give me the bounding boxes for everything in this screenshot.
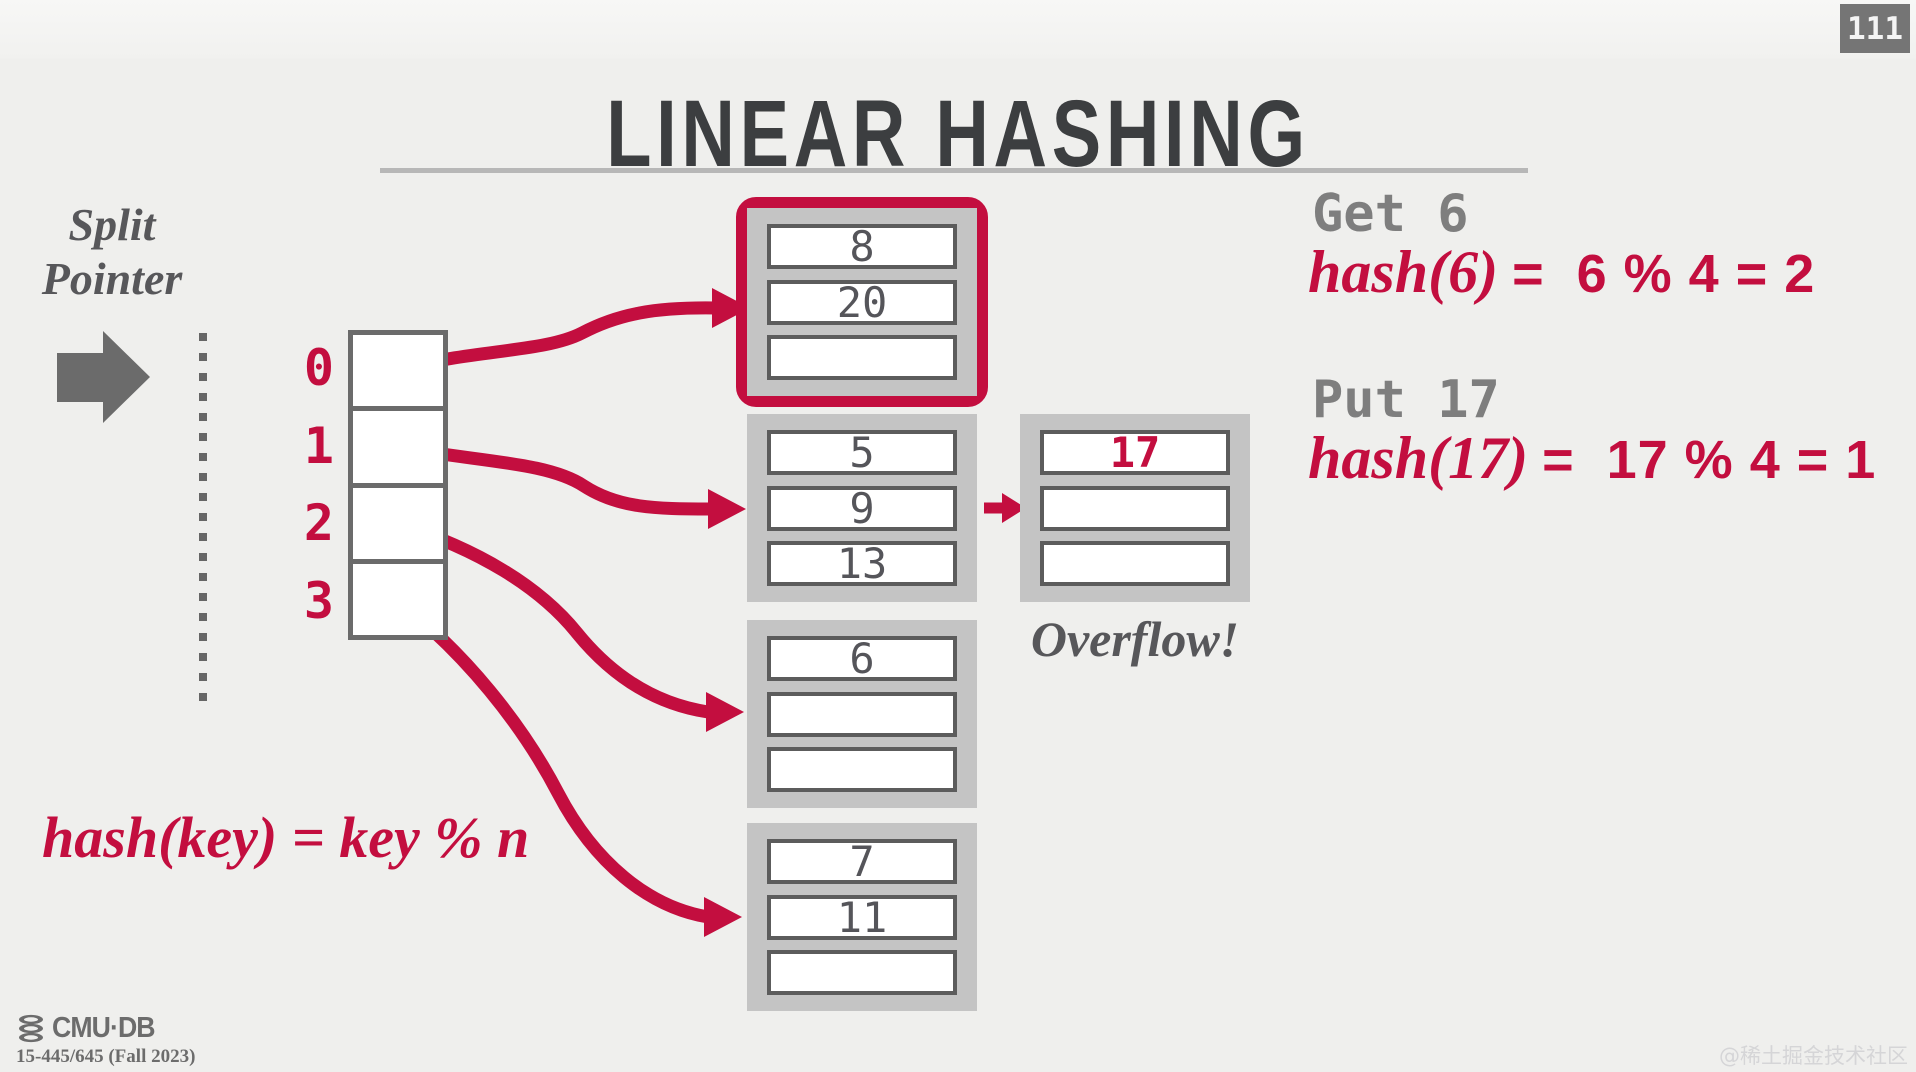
bucket2-slot-1 — [767, 691, 957, 737]
title-underline — [380, 168, 1528, 173]
slot-cell-1 — [353, 406, 443, 482]
watermark-text: @稀土掘金技术社区 — [1719, 1044, 1908, 1068]
hash-function-formula: hash(key) = key % n — [42, 805, 530, 870]
bucket-1: 5 9 13 — [747, 414, 977, 602]
split-pointer-line1: Split — [68, 199, 156, 250]
bucket1-slot-1: 9 — [767, 484, 957, 533]
slot-index-3: 3 — [303, 572, 334, 630]
put-hash-result: = 17 % 4 = 1 — [1542, 430, 1877, 490]
course-label: 15-445/645 (Fall 2023) — [16, 1046, 196, 1067]
slot-cell-2 — [353, 482, 443, 559]
slot-directory — [348, 330, 448, 640]
bucket3-slot-1: 11 — [767, 893, 957, 942]
bucket1-slot-0: 5 — [767, 428, 957, 477]
bucket0-slot-2 — [767, 335, 957, 380]
overflow-slot-0: 17 — [1040, 428, 1230, 477]
slot-cell-0 — [353, 335, 443, 406]
slot-index-1: 1 — [303, 417, 334, 475]
slot2-arrowhead-icon — [706, 692, 744, 732]
overflow-slot-2 — [1040, 541, 1230, 586]
cmu-db-logotype: CMU·DB — [52, 1012, 156, 1044]
overflow-slot-1 — [1040, 485, 1230, 531]
split-pointer-line2: Pointer — [41, 253, 183, 305]
slot3-arrowhead-icon — [704, 897, 742, 937]
bucket2-slot-2 — [767, 747, 957, 792]
slot-cell-3 — [353, 558, 443, 635]
put-command-text: Put 17 — [1312, 370, 1500, 430]
split-pointer-label: Split Pointer — [22, 198, 202, 307]
bucket3-slot-0: 7 — [767, 837, 957, 886]
split-pointer-arrow-icon — [57, 331, 150, 423]
page-number-badge: 111 — [1840, 4, 1910, 53]
get-hash-call: hash(6) — [1308, 239, 1499, 305]
bucket0-slot-0: 8 — [767, 222, 957, 271]
cmu-db-logo: CMU·DB — [16, 1012, 164, 1045]
bucket2-slot-0: 6 — [767, 634, 957, 683]
put-hash-equation: hash(17) = 17 % 4 = 1 — [1308, 424, 1876, 493]
bucket-2: 6 — [747, 620, 977, 808]
slot1-arrowhead-icon — [708, 489, 746, 529]
bucket0-highlight-ring — [736, 197, 988, 407]
bucket-0: 8 20 — [747, 208, 977, 396]
slot-index-2: 2 — [303, 494, 334, 552]
get-command-text: Get 6 — [1312, 184, 1469, 244]
bucket0-slot-1: 20 — [767, 278, 957, 327]
database-icon — [19, 1014, 43, 1042]
overflow-label: Overflow! — [1030, 611, 1240, 667]
bucket-3: 7 11 — [747, 823, 977, 1011]
slot-index-0: 0 — [303, 339, 334, 397]
overflow-bucket: 17 — [1020, 414, 1250, 602]
bucket1-slot-2: 13 — [767, 539, 957, 588]
put-hash-call: hash(17) — [1308, 425, 1529, 491]
bucket3-slot-2 — [767, 950, 957, 995]
get-hash-equation: hash(6) = 6 % 4 = 2 — [1308, 238, 1815, 307]
get-hash-result: = 6 % 4 = 2 — [1512, 244, 1816, 304]
